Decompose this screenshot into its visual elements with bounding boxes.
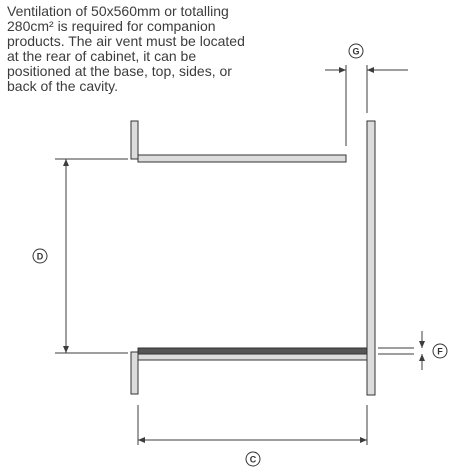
back-panel (366, 120, 376, 396)
bottom-shelf-light (137, 353, 368, 361)
ventilation-note: Ventilation of 50x560mm or totalling 280… (7, 4, 327, 94)
bottom-shelf-dark (137, 347, 368, 355)
label-f-text: F (437, 347, 443, 357)
label-f-circle (432, 343, 448, 359)
note-line-1: Ventilation of 50x560mm or totalling (7, 3, 229, 19)
dimension-c (137, 405, 368, 445)
dimension-g (325, 65, 408, 146)
label-d-text: D (37, 252, 44, 262)
label-g-text: G (352, 47, 359, 57)
bottom-left-panel (130, 351, 139, 395)
label-g-circle (348, 43, 364, 59)
note-line-2: 280cm² is required for companion (7, 18, 216, 34)
note-line-6: back of the cavity. (7, 78, 119, 94)
top-shelf (137, 154, 347, 163)
label-c-text: C (250, 455, 257, 465)
note-line-4: at the rear of cabinet, it can be (7, 48, 197, 64)
note-line-3: products. The air vent must be located (7, 33, 245, 49)
dimension-f (378, 331, 425, 370)
label-d-circle (32, 248, 48, 264)
label-c-circle (245, 451, 261, 467)
dimension-d (55, 158, 128, 354)
top-left-panel (130, 120, 139, 160)
note-line-5: positioned at the base, top, sides, or (7, 63, 232, 79)
